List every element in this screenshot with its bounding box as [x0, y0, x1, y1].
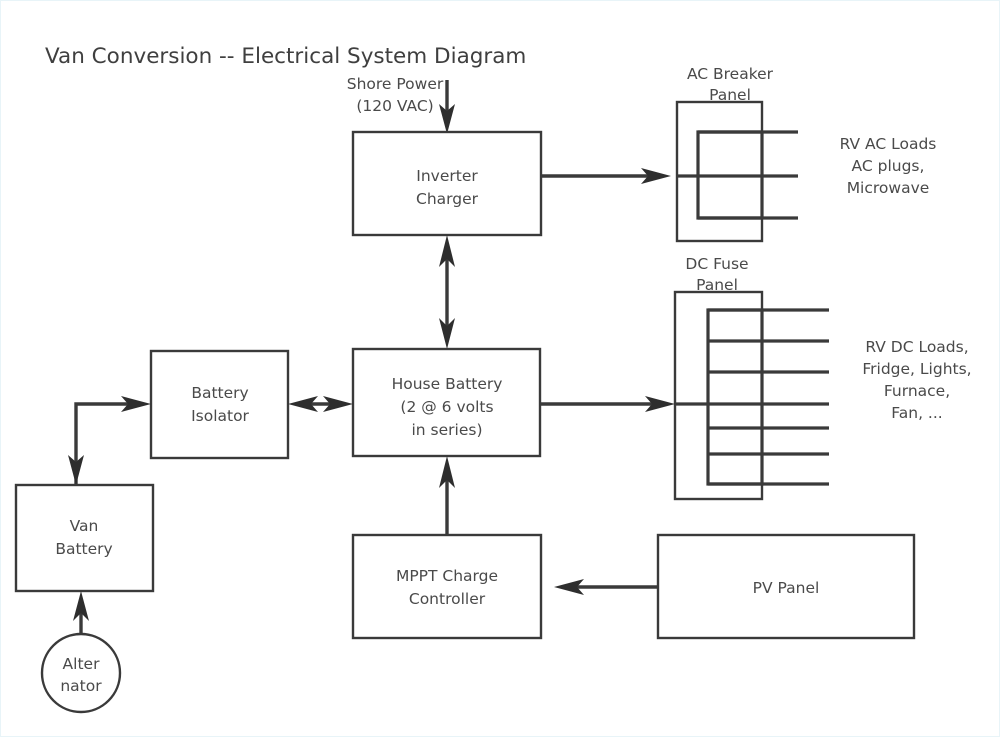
house-battery-label-line3: in series) [411, 421, 482, 439]
house-battery-to-dc-panel-arrow [540, 396, 675, 412]
mppt-label-line1: MPPT Charge [396, 567, 498, 585]
dc-fuse-panel-label-line2: Panel [696, 276, 738, 294]
house-battery-box[interactable]: House Battery (2 @ 6 volts in series) [351, 347, 542, 458]
house-battery-label-line1: House Battery [392, 375, 503, 393]
battery-isolator-label-line2: Isolator [191, 407, 249, 425]
van-battery-to-isolator-wire [68, 396, 151, 485]
ac-breaker-panel[interactable]: AC Breaker Panel [675, 65, 798, 243]
inverter-charger-box[interactable]: Inverter Charger [351, 130, 543, 237]
alternator-label-line1: Alter [63, 655, 101, 673]
ac-loads-label-line1: RV AC Loads [840, 135, 937, 153]
house-battery-label-line2: (2 @ 6 volts [400, 398, 493, 416]
pv-panel-to-mppt-arrow [554, 579, 658, 595]
isolator-house-battery-link [288, 396, 353, 412]
inverter-to-ac-panel-arrow [541, 168, 671, 184]
pv-panel-label: PV Panel [753, 579, 820, 597]
dc-fuse-panel-label-line1: DC Fuse [685, 255, 748, 273]
dc-panel-enclosure [673, 290, 764, 501]
van-battery-box[interactable]: Van Battery [14, 483, 155, 593]
alternator-label-line2: nator [60, 677, 102, 695]
inverter-house-battery-link [439, 235, 455, 349]
mppt-label-line2: Controller [409, 590, 486, 608]
dc-fuse-panel[interactable]: DC Fuse Panel [673, 255, 829, 501]
ac-breaker-panel-label-line2: Panel [709, 86, 751, 104]
ac-loads-label-line2: AC plugs, [852, 157, 925, 175]
mppt-to-house-battery-arrow [439, 456, 455, 535]
ac-loads-label-line3: Microwave [847, 179, 930, 197]
battery-isolator-label-line1: Battery [191, 384, 248, 402]
page-title: Van Conversion -- Electrical System Diag… [45, 44, 526, 69]
alternator-to-van-battery-arrow [73, 591, 89, 635]
alternator-node[interactable]: Alter nator [40, 632, 122, 714]
dc-loads-label-line3: Furnace, [884, 382, 950, 400]
inverter-charger-label-line2: Charger [416, 190, 479, 208]
dc-loads-label-line1: RV DC Loads, [865, 338, 968, 356]
mppt-charge-controller-box[interactable]: MPPT Charge Controller [351, 533, 543, 640]
van-battery-label-line1: Van [70, 517, 99, 535]
pv-panel-box[interactable]: PV Panel [656, 533, 916, 640]
shore-power-label-line1: Shore Power [347, 75, 444, 93]
van-battery-label-line2: Battery [55, 540, 112, 558]
ac-breaker-panel-label-line1: AC Breaker [687, 65, 774, 83]
dc-loads-label-line4: Fan, ... [891, 404, 942, 422]
inverter-charger-label-line1: Inverter [416, 167, 478, 185]
shore-power-arrow [439, 80, 455, 134]
shore-power-label-line2: (120 VAC) [356, 97, 433, 115]
dc-loads-label-line2: Fridge, Lights, [862, 360, 971, 378]
battery-isolator-box[interactable]: Battery Isolator [149, 349, 290, 460]
ac-panel-enclosure [675, 100, 764, 243]
